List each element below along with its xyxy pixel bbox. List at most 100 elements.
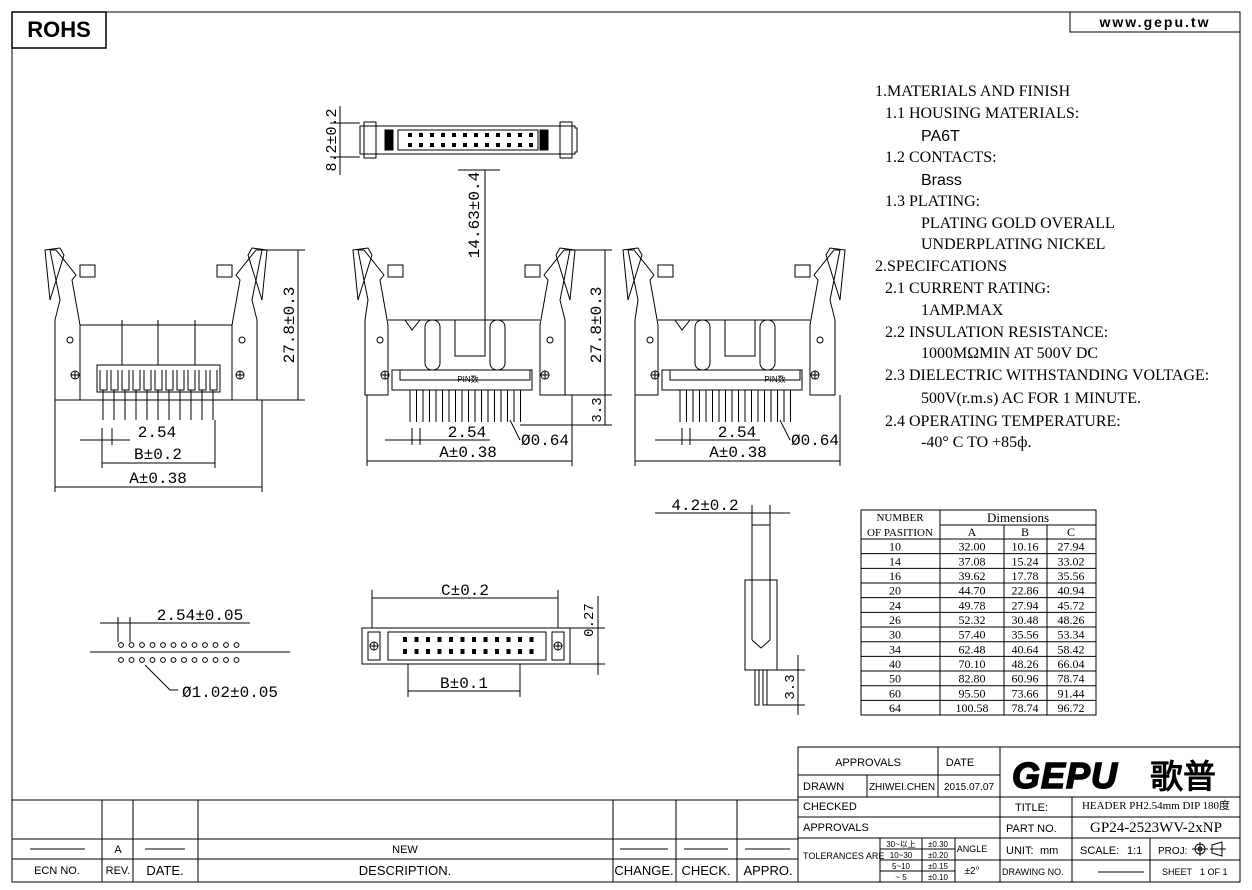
top-pin [529, 133, 533, 137]
table-cell: 39.62 [959, 569, 986, 583]
top-pin [430, 133, 434, 137]
bottom-pin [506, 649, 511, 654]
table-number-header: NUMBER [876, 512, 924, 524]
pcb-hole [212, 657, 219, 663]
top-pin [452, 143, 456, 147]
bottom-pin [403, 637, 407, 642]
contact-finger [176, 370, 185, 391]
bottom-pin [449, 637, 453, 642]
note-contacts-heading: 1.2 CONTACTS: [885, 149, 997, 166]
left-b-label: B±0.2 [134, 446, 182, 464]
right-pitch-label: 2.54 [718, 424, 756, 442]
pcb-hole [170, 642, 177, 648]
table-cell: 10 [889, 540, 901, 554]
right-front-view [622, 247, 846, 466]
pcb-hole [191, 657, 198, 663]
bottom-pin [437, 649, 442, 654]
bottom-pin [472, 649, 476, 654]
bottom-pin [495, 649, 499, 654]
top-pin [463, 133, 467, 137]
tolerance-range: ~ 5 [895, 873, 907, 882]
right-pin-label: PIN数 [764, 374, 785, 384]
title-label: TITLE: [1015, 802, 1048, 814]
side-width-label: 4.2±0.2 [671, 497, 738, 515]
table-cell: 48.26 [1058, 613, 1085, 627]
middle-a-label: A±0.38 [439, 444, 497, 462]
table-cell: 32.00 [959, 540, 986, 554]
table-cell: 20 [889, 584, 901, 598]
table-cell: 57.40 [959, 628, 986, 642]
left-a-label: A±0.38 [129, 470, 187, 488]
ecn-label: ECN NO. [34, 865, 80, 877]
table-cell: 35.56 [1058, 569, 1085, 583]
pin-height-label: 14.63±0.4 [466, 172, 484, 258]
note-temperature-heading: 2.4 OPERATING TEMPERATURE: [885, 413, 1121, 430]
table-cell: 26 [889, 613, 901, 627]
tolerance-range: 5~10 [892, 862, 911, 871]
table-cell: 60 [889, 686, 901, 700]
table-cell: 52.32 [959, 613, 986, 627]
table-cell: 53.34 [1058, 628, 1085, 642]
top-pin [452, 133, 456, 137]
right-dia-label: Ø0.64 [791, 432, 839, 450]
revision-block [12, 799, 798, 882]
table-cell: 62.48 [959, 642, 986, 656]
table-cell: 96.72 [1058, 701, 1085, 715]
pcb-hole-grid [118, 642, 240, 663]
top-pin [485, 133, 489, 137]
sheet-label: SHEET [1162, 867, 1193, 877]
pcb-layout [90, 617, 290, 691]
tolerance-value: ±0.10 [928, 873, 949, 882]
side-view [655, 505, 805, 715]
bottom-pin [472, 637, 476, 642]
table-cell: 58.42 [1058, 642, 1085, 656]
table-cell: 95.50 [959, 686, 986, 700]
middle-dia-label: Ø0.64 [521, 432, 569, 450]
gepu-logo: GEPU [1012, 755, 1118, 796]
rev-value: A [114, 844, 122, 856]
top-pin [496, 133, 500, 137]
top-pin-grid [408, 133, 533, 147]
side-tail-label: 3.3 [783, 674, 799, 699]
middle-pin-label: PIN数 [457, 374, 478, 384]
note-dielectric-value: 500V(r.m.s) AC FOR 1 MINUTE. [921, 390, 1141, 407]
top-pin [518, 133, 522, 137]
top-pin [518, 143, 522, 147]
table-cell: 30 [889, 628, 901, 642]
tolerance-value: ±0.20 [928, 851, 949, 860]
table-cell: 40 [889, 657, 901, 671]
bottom-pin-grid [403, 637, 534, 654]
contact-finger [110, 370, 119, 391]
top-pin [507, 133, 511, 137]
unit-value: mm [1040, 845, 1058, 857]
check-label: CHECK. [681, 863, 730, 878]
bottom-pin [426, 637, 430, 642]
table-cell: 15.24 [1012, 554, 1039, 568]
contact-finger [165, 370, 174, 391]
top-pin [408, 133, 412, 137]
pcb-hole [202, 642, 208, 648]
top-pin [507, 143, 511, 147]
scale-value: 1:1 [1127, 845, 1142, 857]
tolerances-label: TOLERANCES ARE [803, 851, 884, 861]
table-cell: 14 [889, 554, 901, 568]
contact-finger [154, 370, 163, 391]
top-pin [485, 143, 489, 147]
pcb-hole [149, 642, 156, 648]
table-cell: 78.74 [1058, 672, 1085, 686]
top-pin [441, 133, 445, 137]
bottom-c-label: C±0.2 [441, 582, 489, 600]
drawn-date: 2015.07.07 [944, 782, 994, 793]
note-housing-value: PA6T [921, 128, 960, 145]
middle-pitch-label: 2.54 [448, 424, 486, 442]
table-cell: 17.78 [1012, 569, 1039, 583]
pcb-hole [223, 642, 229, 648]
bottom-pin [483, 649, 488, 654]
left-front-view [44, 247, 305, 492]
tolerance-value: ±0.15 [928, 862, 949, 871]
title-block [797, 746, 1241, 883]
pcb-hole [202, 657, 208, 663]
drawn-label: DRAWN [803, 781, 844, 793]
spec-notes: 1.MATERIALS AND FINISH 1.1 HOUSING MATER… [875, 83, 1209, 451]
